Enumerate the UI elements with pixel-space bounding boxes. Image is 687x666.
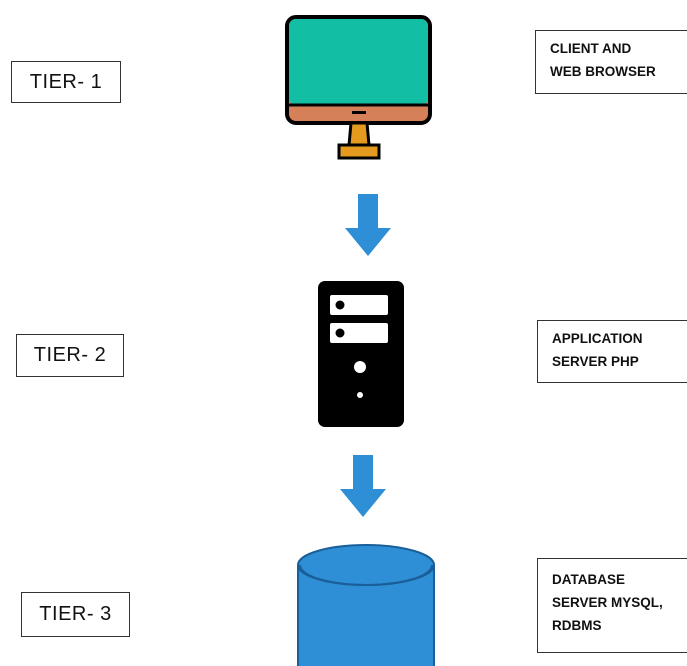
monitor-stand [347,121,371,147]
server-drive-bay-1 [330,295,388,315]
server-body [318,281,404,427]
monitor-screen [289,19,428,105]
tier-1-description-box: CLIENT AND WEB BROWSER [535,30,687,94]
server-drive-bay-2 [330,323,388,343]
server-led [357,392,363,398]
tier-3-description-box: DATABASE SERVER MYSQL, RDBMS [537,558,687,653]
tier-3-description-line-1: DATABASE [552,572,625,587]
server-power-button [354,361,366,373]
down-arrow-icon [345,194,391,256]
monitor-base [337,143,381,160]
tier-1-label: TIER- 1 [29,70,103,93]
tier-1-description-line-2: WEB BROWSER [550,64,656,79]
server-tower-icon [318,281,404,427]
tier-2-label-box: TIER- 2 [16,334,124,377]
database-body [298,565,434,666]
tier-3-description-line-3: RDBMS [552,618,602,633]
database-cylinder-icon [297,544,435,666]
tier-2-description-box: APPLICATION SERVER PHP [537,320,687,383]
tier-3-description-line-2: SERVER MYSQL, [552,595,663,610]
tier-3-label-box: TIER- 3 [21,592,130,637]
tier-2-label: TIER- 2 [33,344,107,366]
tier-2-description-line-2: SERVER PHP [552,354,639,369]
tier-1-description-line-1: CLIENT AND [550,41,632,56]
down-arrow-icon [340,455,386,517]
tier-1-label-box: TIER- 1 [11,61,121,103]
tier-2-description-line-1: APPLICATION [552,331,643,346]
monitor-icon [285,15,432,160]
tier-3-label: TIER- 3 [39,603,112,625]
